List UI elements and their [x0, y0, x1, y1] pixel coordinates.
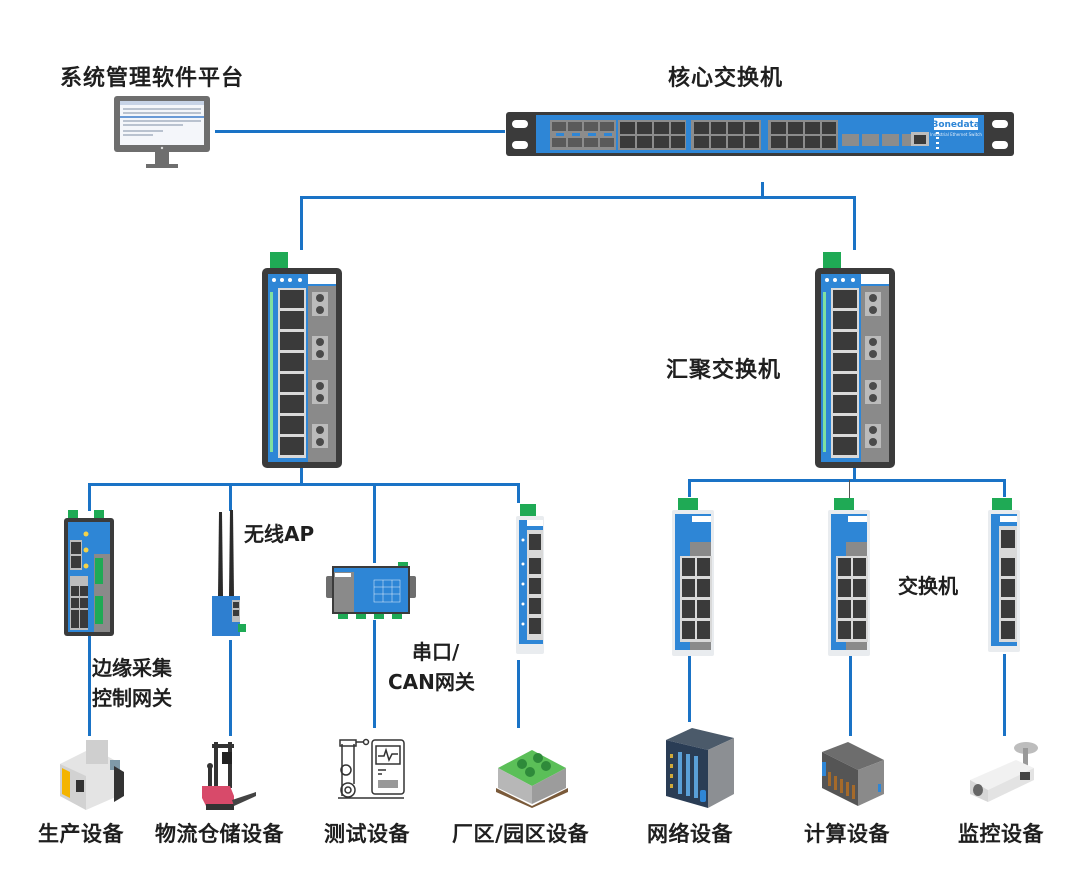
- serial-gateway-icon[interactable]: [326, 562, 416, 622]
- management-platform-label: 系统管理软件平台: [60, 66, 245, 91]
- access-switch-c[interactable]: [986, 496, 1022, 656]
- endpoint-label-logistics: 物流仓储设备: [155, 822, 284, 846]
- link-to-switch-b: [849, 480, 850, 498]
- link-ap-logistics: [229, 640, 232, 736]
- wireless-ap-icon[interactable]: [210, 510, 248, 640]
- chassis-switch-icon[interactable]: [662, 724, 738, 810]
- link-to-switch-a: [688, 479, 691, 497]
- link-switch-monitor: [1003, 654, 1006, 736]
- core-switch[interactable]: 3onedata Industrial Ethernet Switch: [506, 110, 1014, 158]
- monitor-icon[interactable]: [114, 96, 210, 170]
- link-to-small-switch-left: [517, 483, 520, 503]
- wireless-ap-label: 无线AP: [244, 522, 315, 546]
- link-to-agg-left: [300, 196, 303, 250]
- endpoint-label-network: 网络设备: [647, 822, 733, 846]
- core-switch-brand: 3onedata: [932, 120, 980, 130]
- aggregation-switch-left[interactable]: [262, 250, 342, 468]
- link-switch-compute: [849, 654, 852, 736]
- aggregation-switch-right[interactable]: [815, 250, 895, 468]
- access-switch-label: 交换机: [898, 574, 958, 598]
- aggregation-switch-label: 汇聚交换机: [666, 358, 782, 383]
- link-agg-left-bus: [88, 483, 520, 486]
- link-core-down: [761, 182, 764, 198]
- forklift-agv-icon[interactable]: [198, 738, 258, 814]
- link-agg-left-down: [300, 468, 303, 484]
- link-switch-network: [688, 654, 691, 722]
- access-switch-a[interactable]: [670, 496, 716, 656]
- core-switch-subtitle: Industrial Ethernet Switch: [930, 132, 982, 137]
- serial-gateway-label-line2: CAN网关: [388, 670, 475, 694]
- endpoint-label-campus: 厂区/园区设备: [452, 822, 590, 846]
- robot-arm-monitor-icon[interactable]: [334, 736, 414, 802]
- link-to-agg-right: [853, 196, 856, 250]
- edge-gateway-label-line2: 控制网关: [92, 686, 172, 710]
- link-agg-right-down: [853, 468, 856, 480]
- link-to-wireless-ap: [229, 483, 232, 511]
- link-agg-right-bus: [688, 479, 1006, 482]
- link-management-core: [215, 130, 505, 133]
- serial-gateway-label-line1: 串口/: [412, 640, 460, 664]
- core-switch-label: 核心交换机: [668, 66, 784, 91]
- plc-rack-icon[interactable]: [818, 738, 888, 808]
- link-core-aggregation-bus: [300, 196, 856, 199]
- factory-building-icon[interactable]: [494, 732, 570, 808]
- endpoint-label-compute: 计算设备: [804, 822, 890, 846]
- link-switch-campus: [517, 660, 520, 728]
- endpoint-label-production: 生产设备: [38, 822, 124, 846]
- endpoint-label-monitor: 监控设备: [958, 822, 1044, 846]
- din-switch-small-icon[interactable]: [514, 502, 546, 654]
- edge-gateway-label-line1: 边缘采集: [92, 656, 172, 680]
- link-serial-test: [373, 620, 376, 728]
- endpoint-label-test: 测试设备: [324, 822, 410, 846]
- edge-gateway-icon[interactable]: [64, 510, 116, 638]
- link-to-serial-gateway: [373, 483, 376, 563]
- access-switch-b[interactable]: [826, 496, 872, 656]
- cnc-machine-icon[interactable]: [52, 736, 128, 812]
- link-to-edge-gateway: [88, 483, 91, 511]
- cctv-camera-icon[interactable]: [966, 740, 1040, 806]
- link-to-switch-c: [1003, 479, 1006, 497]
- link-gateway-production: [88, 636, 91, 736]
